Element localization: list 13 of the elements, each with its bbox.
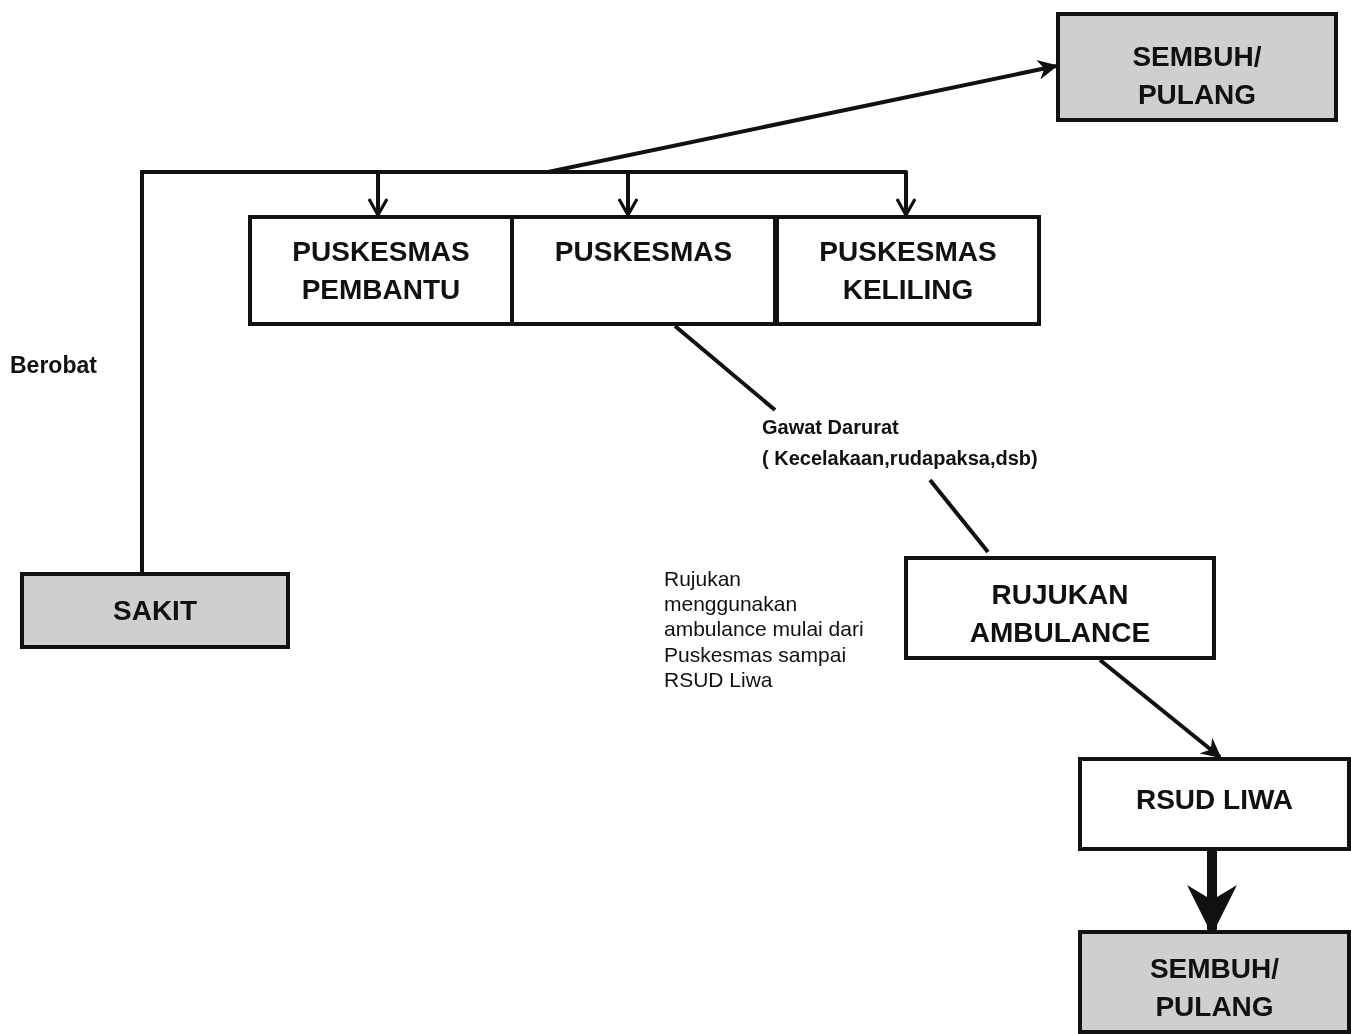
process-box: RSUD LIWA [1078,757,1351,851]
terminal-box: SAKIT [20,572,290,649]
process-box: RUJUKAN AMBULANCE [904,556,1216,660]
connector-line [673,324,777,412]
arrow [1098,658,1222,759]
side-label: Berobat [10,352,98,380]
detail-text: ( Kecelakaan,rudapaksa,dsb) [762,446,1038,471]
connector-line [928,478,990,554]
terminal-box: SEMBUH/ PULANG [1078,930,1351,1034]
heading-text: Gawat Darurat [762,415,899,440]
process-box: PUSKESMAS KELILING [775,215,1041,326]
terminal-box: SEMBUH/ PULANG [1056,12,1338,122]
note-text: Rujukan menggunakan ambulance mulai dari Puskesmas sampai RSUD Liwa [664,566,865,692]
